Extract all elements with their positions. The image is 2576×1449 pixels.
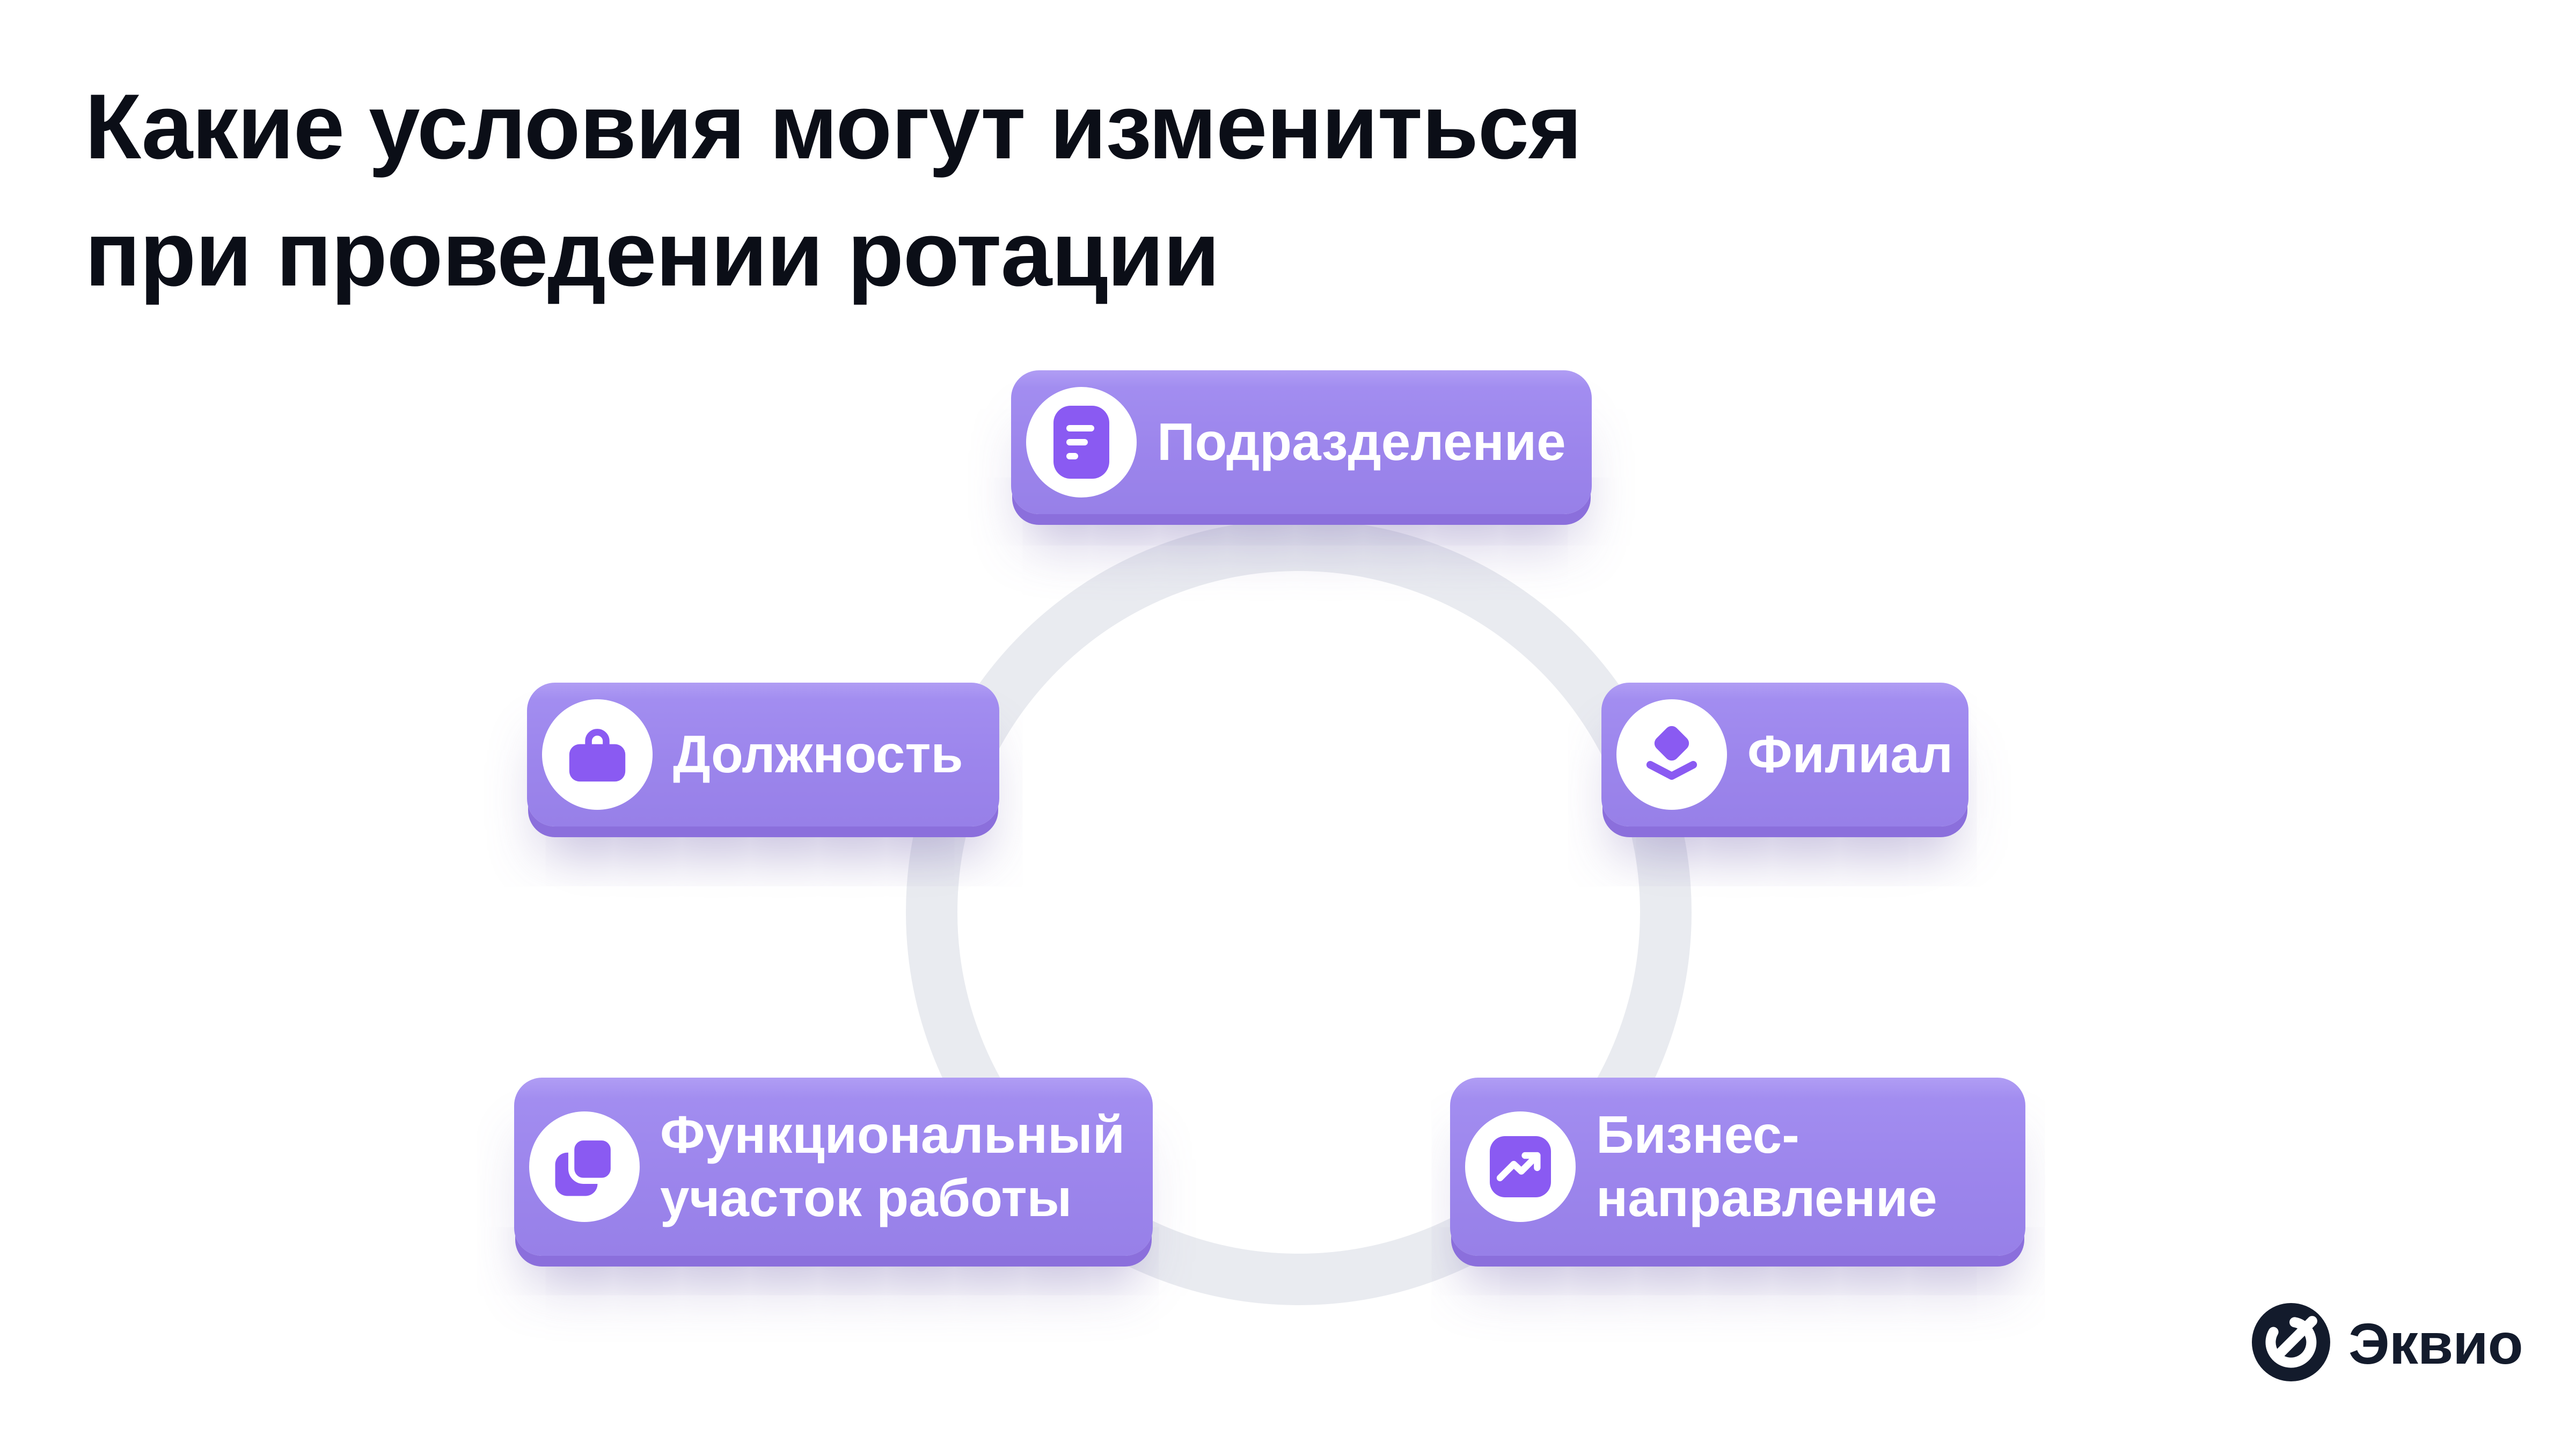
badge-label: Должность: [673, 724, 963, 784]
layers-icon: [1616, 699, 1727, 810]
page-title-line-2: при проведении ротации: [85, 202, 1220, 306]
badge-label: Филиал: [1747, 724, 1953, 784]
badge-division: Подразделение: [1011, 370, 1592, 514]
document-lines-icon: [1026, 387, 1137, 497]
badge-functional-area: Функциональный участок работы: [514, 1078, 1153, 1256]
badge-label-line-2: направление: [1596, 1168, 1937, 1227]
copy-pages-icon: [529, 1111, 640, 1222]
rotation-cycle-ring: [906, 519, 1692, 1305]
equeo-logo-icon: [2252, 1303, 2330, 1384]
badge-position: Должность: [527, 683, 999, 826]
badge-label-line-1: Бизнес-: [1596, 1105, 1799, 1165]
badge-label-line-2: участок работы: [660, 1168, 1072, 1227]
badge-label: Подразделение: [1157, 412, 1566, 472]
badge-label-line-1: Функциональный: [660, 1105, 1125, 1165]
equeo-logo-text: Эквио: [2348, 1311, 2523, 1376]
trend-up-arrow-icon: [1465, 1111, 1576, 1222]
badge-label: Бизнес- направление: [1596, 1103, 1937, 1230]
badge-label: Функциональный участок работы: [660, 1103, 1125, 1230]
page-title-line-1: Какие условия могут измениться: [85, 75, 1582, 178]
badge-business-direction: Бизнес- направление: [1450, 1078, 2025, 1256]
badge-branch: Филиал: [1601, 683, 1968, 826]
briefcase-icon: [542, 699, 653, 810]
page-title: Какие условия могут измениться при прове…: [85, 63, 1582, 318]
equeo-logo: Эквио: [2252, 1303, 2523, 1384]
